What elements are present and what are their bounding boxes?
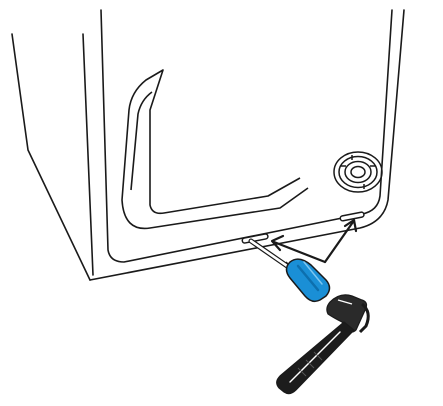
appliance-cabinet (11, 9, 405, 281)
door-opening (121, 69, 309, 230)
door-opening-inner (130, 91, 153, 191)
screwdriver-icon (248, 238, 331, 303)
arrow-icon (270, 218, 358, 264)
door-opening-outer (121, 69, 301, 215)
vent-icon (333, 151, 383, 193)
slot-right (339, 211, 365, 222)
cabinet-base-edge (89, 9, 405, 281)
hammer-icon (276, 294, 370, 395)
hammer-handle (276, 321, 355, 395)
cabinet-front-left-edge (82, 33, 94, 276)
door-opening-outer-lower (121, 187, 309, 230)
screwdriver-handle (285, 258, 331, 303)
cabinet-left-edge (11, 33, 91, 281)
